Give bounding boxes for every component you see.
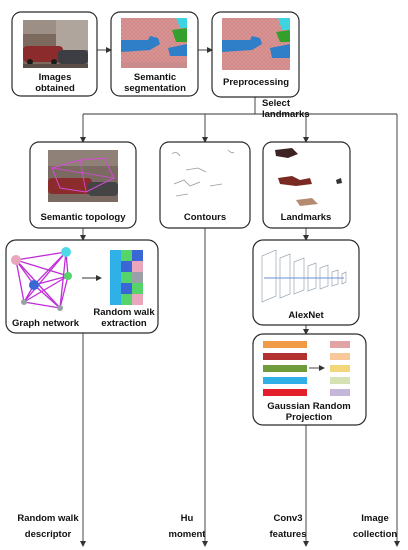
images-obtained-label-line1: Images	[39, 72, 72, 83]
select-landmarks-label-line2: landmarks	[262, 109, 310, 120]
output-conv3-features-line2: features	[270, 529, 307, 540]
contours-thumbnail	[171, 149, 235, 197]
node-landmarks: Landmarks	[262, 141, 351, 229]
contours-label: Contours	[184, 212, 226, 223]
output-hu-moment-line2: moment	[169, 529, 207, 540]
semantic-segmentation-label-line2: segmentation	[124, 83, 186, 94]
semantic-topology-label: Semantic topology	[41, 212, 127, 223]
select-landmarks-label-line1: Select	[262, 98, 291, 109]
gaussian-random-projection-label-line1: Gaussian Random	[267, 401, 350, 412]
graph-node-gray-b	[57, 305, 63, 311]
landmarks-label: Landmarks	[281, 212, 332, 223]
graph-node-pink	[11, 255, 21, 265]
node-images-obtained: Images obtained	[11, 11, 98, 97]
random-walk-extraction-label-line2: extraction	[101, 318, 147, 329]
node-preprocessing: Preprocessing	[211, 11, 300, 98]
output-random-walk-descriptor-line1: Random walk	[17, 513, 79, 524]
semantic-segmentation-label-line1: Semantic	[134, 72, 176, 83]
street-photo-thumbnail	[23, 20, 88, 68]
gaussian-random-projection-label-line2: Projection	[286, 412, 333, 423]
segmentation-map-thumbnail	[121, 18, 187, 68]
preprocessing-label: Preprocessing	[223, 77, 289, 88]
random-walk-extraction-label-line1: Random walk	[93, 307, 155, 318]
projection-bars-left	[263, 341, 307, 396]
node-graph-network: Graph network Random walk extraction	[5, 239, 159, 334]
output-random-walk-descriptor-line2: descriptor	[25, 529, 72, 540]
graph-network-illustration	[11, 247, 72, 311]
output-image-collection-line1: Image	[361, 513, 388, 524]
landmark-crops-thumbnail	[275, 148, 342, 206]
alexnet-architecture-icon	[261, 249, 347, 303]
node-semantic-segmentation: Semantic segmentation	[110, 11, 199, 97]
projection-bars-right	[330, 341, 350, 396]
preprocessed-map-thumbnail	[222, 18, 290, 70]
node-semantic-topology: Semantic topology	[29, 141, 137, 229]
images-obtained-label-line2: obtained	[35, 83, 75, 94]
node-gaussian-random-projection: Gaussian Random Projection	[252, 333, 367, 426]
graph-node-blue	[29, 280, 39, 290]
connectors	[80, 47, 400, 547]
output-image-collection-line2: collection	[353, 529, 398, 540]
graph-node-green	[64, 272, 72, 280]
graph-network-label: Graph network	[12, 318, 80, 329]
node-contours: Contours	[159, 141, 251, 229]
random-walk-matrix	[110, 250, 143, 305]
graph-node-gray-a	[21, 299, 27, 305]
output-hu-moment-line1: Hu	[181, 513, 194, 524]
graph-node-cyan	[61, 247, 71, 257]
topology-photo-thumbnail	[48, 150, 118, 202]
node-alexnet: AlexNet	[252, 239, 360, 326]
alexnet-label: AlexNet	[288, 310, 324, 321]
output-conv3-features-line1: Conv3	[273, 513, 302, 524]
